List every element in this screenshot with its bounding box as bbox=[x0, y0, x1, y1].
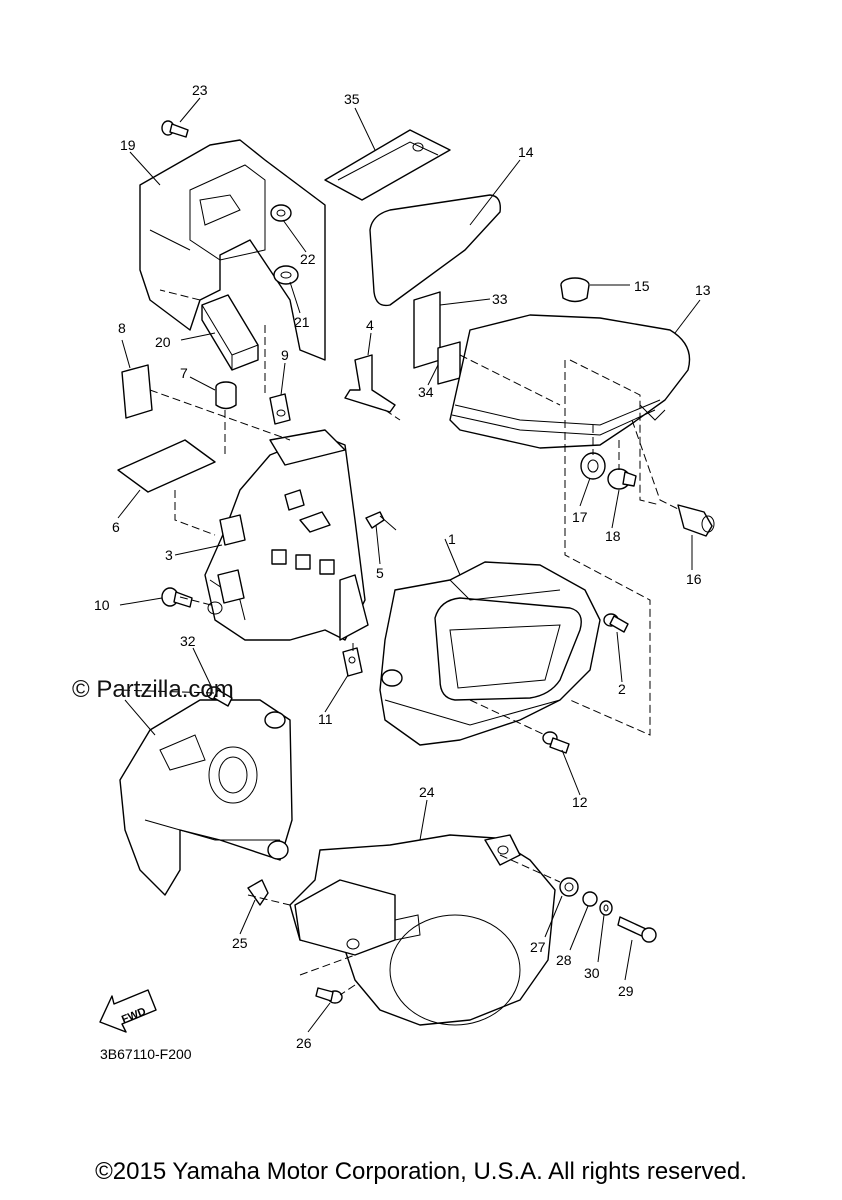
air-duct-1 bbox=[379, 561, 601, 746]
damper-20 bbox=[201, 294, 259, 371]
pin-5 bbox=[365, 511, 397, 531]
copyright-footer: ©2015 Yamaha Motor Corporation, U.S.A. A… bbox=[95, 1158, 747, 1185]
part-label-4: 4 bbox=[366, 317, 374, 333]
part-label-10: 10 bbox=[94, 597, 110, 613]
clip-11 bbox=[342, 647, 363, 677]
bolt-29 bbox=[617, 916, 657, 943]
part-label-16: 16 bbox=[686, 571, 702, 587]
side-cover-19 bbox=[139, 139, 326, 361]
part-label-2: 2 bbox=[618, 681, 626, 697]
screw-32 bbox=[206, 686, 233, 707]
part-label-34: 34 bbox=[418, 384, 434, 400]
valve-16 bbox=[677, 504, 715, 537]
part-label-24: 24 bbox=[419, 784, 435, 800]
part-label-35: 35 bbox=[344, 91, 360, 107]
part-label-5: 5 bbox=[376, 565, 384, 581]
part-label-30: 30 bbox=[584, 965, 600, 981]
part-label-3: 3 bbox=[165, 547, 173, 563]
clip-9 bbox=[269, 393, 291, 425]
pad-35 bbox=[324, 129, 451, 201]
screw-23 bbox=[161, 120, 189, 138]
part-label-18: 18 bbox=[605, 528, 621, 544]
part-label-26: 26 bbox=[296, 1035, 312, 1051]
part-label-9: 9 bbox=[281, 347, 289, 363]
bolt-12 bbox=[542, 731, 570, 754]
drawing-code: 3B67110-F200 bbox=[100, 1046, 192, 1062]
bracket-4 bbox=[344, 354, 396, 413]
part-label-12: 12 bbox=[572, 794, 588, 810]
part-label-29: 29 bbox=[618, 983, 634, 999]
collar-28 bbox=[582, 891, 598, 907]
bolt-10 bbox=[161, 587, 193, 608]
part-label-15: 15 bbox=[634, 278, 650, 294]
tank-cover-13 bbox=[449, 314, 691, 449]
leader-lines bbox=[117, 97, 701, 1033]
grommet-27 bbox=[559, 877, 579, 897]
pad-33 bbox=[413, 291, 441, 369]
crankcase-cover-24 bbox=[289, 834, 556, 1026]
part-label-13: 13 bbox=[695, 282, 711, 298]
part-labels: 1 2 3 4 5 6 7 8 9 10 11 12 13 14 15 16 1… bbox=[94, 82, 711, 1051]
cover-32 bbox=[119, 699, 293, 896]
alignment-lines bbox=[119, 159, 681, 996]
washer-30 bbox=[599, 900, 613, 916]
part-label-1: 1 bbox=[448, 531, 456, 547]
side-panel-14 bbox=[369, 194, 501, 307]
part-label-25: 25 bbox=[232, 935, 248, 951]
seal-25 bbox=[247, 879, 269, 906]
fwd-arrow-icon: FWD bbox=[99, 989, 157, 1033]
part-label-6: 6 bbox=[112, 519, 120, 535]
grommet-18 bbox=[607, 468, 637, 490]
grommet-22 bbox=[270, 204, 292, 222]
part-label-22: 22 bbox=[300, 251, 316, 267]
part-label-28: 28 bbox=[556, 952, 572, 968]
battery-box-3 bbox=[204, 429, 369, 641]
part-label-14: 14 bbox=[518, 144, 534, 160]
part-label-11: 11 bbox=[318, 711, 333, 727]
part-label-32: 32 bbox=[180, 633, 196, 649]
part-label-27: 27 bbox=[530, 939, 546, 955]
part-label-7: 7 bbox=[180, 365, 188, 381]
part-label-8: 8 bbox=[118, 320, 126, 336]
screw-2 bbox=[603, 613, 629, 633]
pad-6 bbox=[117, 439, 216, 493]
nut-17 bbox=[580, 452, 606, 480]
part-label-17: 17 bbox=[572, 509, 588, 525]
pad-34 bbox=[437, 341, 461, 385]
pad-8 bbox=[121, 364, 153, 419]
part-label-19: 19 bbox=[120, 137, 136, 153]
part-label-33: 33 bbox=[492, 291, 508, 307]
part-label-23: 23 bbox=[192, 82, 208, 98]
cap-15 bbox=[560, 277, 590, 303]
part-label-20: 20 bbox=[155, 334, 171, 350]
sleeve-7 bbox=[215, 381, 237, 410]
part-label-21: 21 bbox=[294, 314, 310, 330]
watermark: © Partzilla.com bbox=[72, 676, 234, 703]
grommet-21 bbox=[273, 265, 299, 285]
bolt-26 bbox=[315, 987, 343, 1004]
